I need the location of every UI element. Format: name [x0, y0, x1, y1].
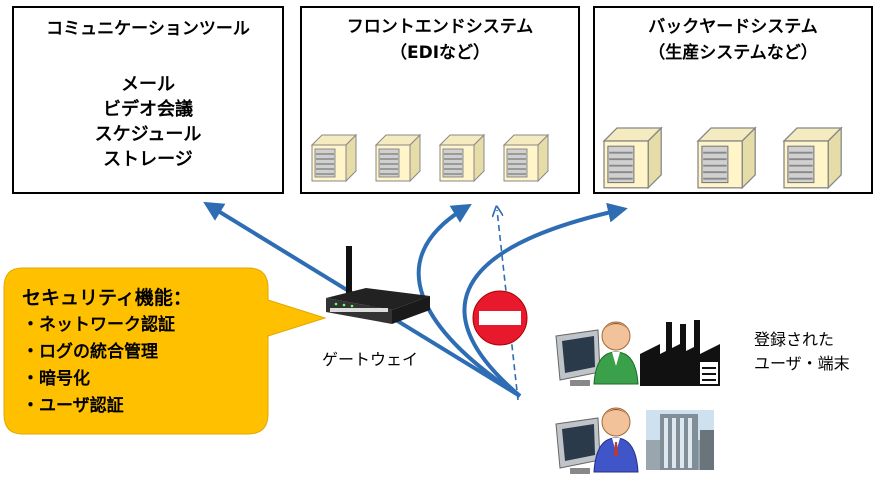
list-item: ・暗号化: [22, 369, 90, 389]
communication-tools-box: コミュニケーションツール メール ビデオ会議 スケジュール ストレージ: [12, 6, 284, 194]
office-building-icon: [646, 410, 714, 470]
arrow-to-backyard: [462, 202, 628, 398]
list-item: スケジュール: [94, 124, 202, 145]
security-features: セキュリティ機能： ・ネットワーク認証 ・ログの統合管理 ・暗号化 ・ユーザ認証: [22, 285, 192, 420]
security-callout: [3, 267, 327, 435]
list-item: ストレージ: [103, 149, 193, 170]
security-title: セキュリティ機能：: [22, 287, 192, 309]
server-icon: [783, 127, 843, 189]
user-pc-icon: [555, 321, 639, 386]
backyard-system-subtitle: （生産システムなど）: [648, 43, 818, 63]
registered-users-line2: ユーザ・端末: [754, 354, 850, 373]
backyard-system-title: バックヤードシステム: [648, 17, 818, 37]
factory-icon: [640, 320, 720, 386]
no-entry-icon: [472, 290, 528, 346]
user-pc-icon: [555, 407, 639, 474]
server-icon: [311, 134, 357, 182]
list-item: ・ネットワーク認証: [22, 315, 175, 335]
server-icon: [439, 134, 485, 182]
server-icon: [697, 127, 757, 189]
router-icon: [326, 246, 430, 324]
communication-tools-title: コミュニケーションツール: [46, 19, 250, 39]
server-icon: [375, 134, 421, 182]
list-item: ・ログの統合管理: [22, 342, 158, 362]
gateway-label: ゲートウェイ: [322, 350, 419, 369]
registered-users-label: 登録された ユーザ・端末: [754, 328, 850, 376]
frontend-system-title: フロントエンドシステム: [346, 17, 534, 37]
server-icon: [503, 134, 549, 182]
communication-tools-list: メール ビデオ会議 スケジュール ストレージ: [14, 72, 282, 172]
list-item: ビデオ会議: [103, 99, 193, 120]
list-item: ・ユーザ認証: [22, 396, 124, 416]
server-icon: [603, 127, 663, 189]
registered-users-line1: 登録された: [754, 330, 835, 349]
frontend-system-subtitle: （EDIなど）: [389, 43, 491, 63]
list-item: メール: [121, 74, 175, 95]
